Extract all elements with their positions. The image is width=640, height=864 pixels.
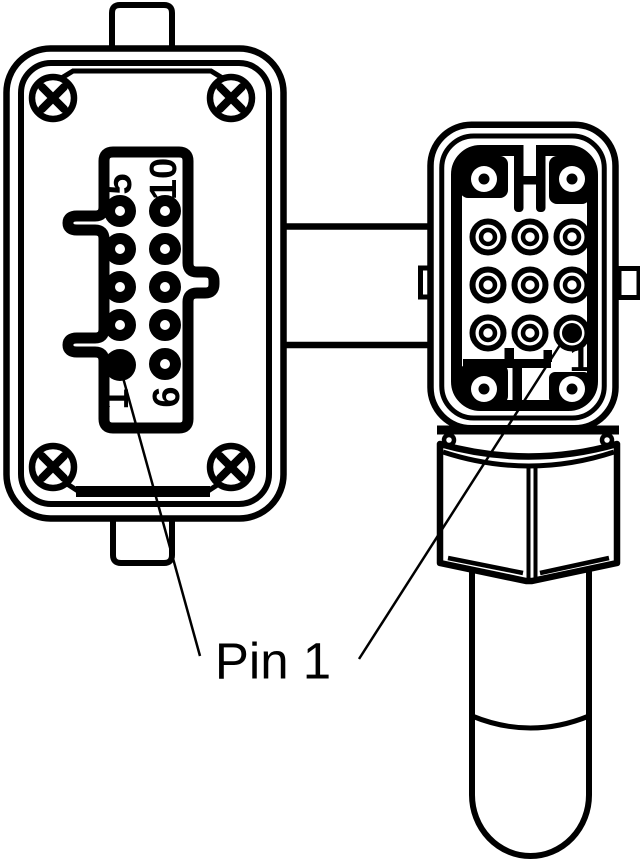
right-connector: 1 bbox=[418, 121, 640, 859]
pin-10-hole bbox=[149, 195, 181, 227]
left-pin10-label: 10 bbox=[143, 158, 185, 200]
leader-line-right bbox=[357, 344, 562, 660]
contact-r1c3 bbox=[553, 218, 591, 256]
post-top-left bbox=[460, 156, 508, 198]
pin-9-hole bbox=[149, 233, 181, 265]
pin-5-hole bbox=[104, 195, 136, 227]
right-connector-contacts bbox=[469, 218, 591, 352]
probe-seam-line bbox=[471, 713, 590, 731]
left-connector: 5 10 1 6 bbox=[3, 2, 287, 566]
right-connector-right-latch bbox=[616, 266, 640, 300]
post-bottom-right bbox=[549, 372, 590, 404]
hex-collar bbox=[437, 425, 619, 448]
sensor-probe bbox=[469, 517, 592, 859]
collar-left-pip bbox=[441, 432, 457, 448]
screw-top-right bbox=[206, 73, 256, 123]
contact-pin1-filled bbox=[553, 314, 591, 352]
hex-nut bbox=[436, 440, 621, 585]
hex-corner-ridge bbox=[526, 467, 538, 578]
leader-line-left bbox=[120, 373, 202, 657]
harness-tube bbox=[283, 223, 433, 349]
pin-6-hole bbox=[149, 348, 181, 380]
left-connector-bottom-tab bbox=[110, 516, 175, 566]
contact-r1c1 bbox=[469, 218, 507, 256]
contact-r3c2 bbox=[511, 314, 549, 352]
left-pin5-label: 5 bbox=[98, 173, 140, 194]
bottom-keyway bbox=[463, 348, 552, 400]
corner-posts bbox=[460, 156, 590, 404]
contact-r1c2 bbox=[511, 218, 549, 256]
pin1-callout: Pin 1 bbox=[120, 344, 562, 690]
post-bottom-left bbox=[460, 364, 508, 404]
screw-bottom-left bbox=[28, 442, 78, 492]
keyway-slot-cut bbox=[523, 142, 536, 170]
pin-4-hole bbox=[104, 233, 136, 265]
pin-3-hole bbox=[104, 271, 136, 303]
collar-right-pip bbox=[599, 432, 615, 448]
left-connector-top-tab bbox=[109, 2, 175, 52]
pin-8-hole bbox=[149, 271, 181, 303]
screw-bottom-right bbox=[206, 442, 256, 492]
pin-2-hole bbox=[104, 309, 136, 341]
contact-r2c3 bbox=[553, 266, 591, 304]
screw-top-left bbox=[28, 73, 78, 123]
left-pin6-label: 6 bbox=[146, 386, 188, 407]
hex-bottom-facets bbox=[447, 555, 610, 576]
contact-r3c1 bbox=[469, 314, 507, 352]
contact-r2c1 bbox=[469, 266, 507, 304]
left-connector-inner-housing bbox=[18, 60, 272, 507]
pin-1-hole-filled bbox=[104, 349, 136, 381]
hex-rim-line bbox=[442, 449, 615, 469]
left-connector-pins bbox=[104, 195, 181, 381]
left-connector-screws bbox=[28, 73, 256, 492]
pin-7-hole bbox=[149, 309, 181, 341]
pin1-callout-label: Pin 1 bbox=[215, 633, 331, 690]
contact-r2c2 bbox=[511, 266, 549, 304]
right-connector-middle-shell bbox=[439, 133, 607, 421]
right-pin1-label: 1 bbox=[569, 338, 590, 380]
top-keyway bbox=[514, 149, 546, 212]
post-top-right bbox=[549, 156, 590, 204]
